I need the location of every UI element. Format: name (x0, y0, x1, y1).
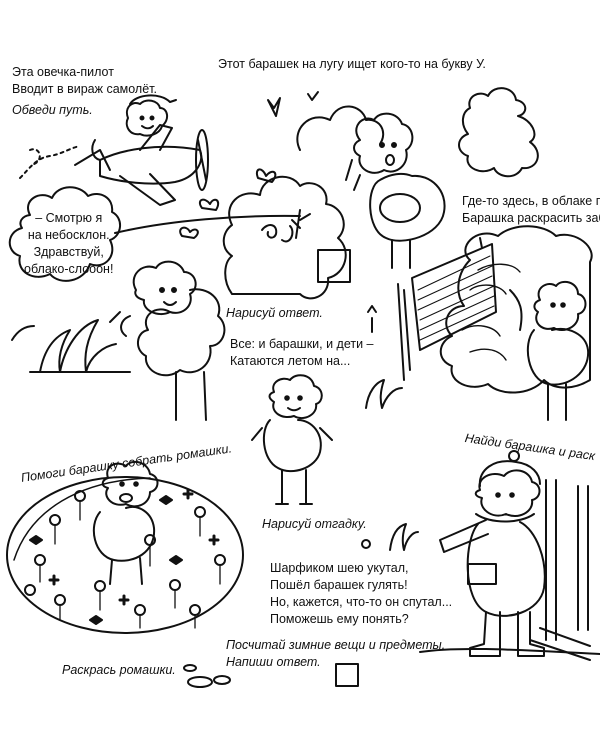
cloud-hide-line: Барашка раскрасить заб (462, 211, 600, 225)
answer-box-count[interactable] (335, 663, 359, 687)
cloud-hide-line: Где-то здесь, в облаке п (462, 194, 600, 208)
color-daisies-task: Раскрась ромашки. (62, 663, 176, 677)
grass-tufts (11, 319, 403, 409)
riddle-text: Все: и барашки, и дети – Катаются летом … (230, 336, 374, 370)
cloud-sheep-outline (458, 87, 539, 178)
scarf-rhyme: Шарфиком шею укутал, Пошёл барашек гулят… (270, 560, 452, 628)
speech-line: Здравствуй, (33, 245, 104, 259)
left-sheep (109, 260, 226, 421)
airplane-illustration (19, 94, 209, 206)
speech-line: – Смотрю я (35, 211, 103, 225)
scarf-rhyme-line: Шарфиком шею укутал, (270, 561, 409, 575)
speech-bubble-text: – Смотрю я на небосклон. Здравствуй, обл… (24, 210, 113, 278)
scarf-rhyme-line: Поможешь ему понять? (270, 612, 409, 626)
scarf-rhyme-line: Но, кажется, что-то он спутал... (270, 595, 453, 609)
draw-answer-label: Нарисуй ответ. (226, 306, 323, 320)
cloud-hide-text: Где-то здесь, в облаке п Барашка раскрас… (462, 193, 600, 227)
bush-illustration (222, 105, 385, 300)
winter-task-line: Посчитай зимние вещи и предметы. (226, 638, 446, 652)
answer-box-draw[interactable] (317, 249, 351, 283)
daisy-field (6, 460, 244, 634)
scarf-rhyme-line: Пошёл барашек гулять! (270, 578, 408, 592)
riddle-line: Все: и барашки, и дети – (230, 337, 374, 351)
sign-board (397, 237, 497, 381)
winter-sheep (419, 450, 600, 661)
meadow-sheep (345, 112, 446, 269)
center-small-sheep (251, 374, 333, 505)
pilot-rhyme-line: Эта овечка-пилот (12, 65, 114, 79)
winter-task-line: Напиши ответ. (226, 655, 321, 669)
draw-riddle-answer: Нарисуй отгадку. (262, 517, 367, 531)
speech-cloud (8, 186, 121, 282)
pilot-task: Обведи путь. (12, 103, 93, 117)
speech-line: облако-слооон! (24, 262, 114, 276)
hidden-sheep-cloud (439, 225, 593, 421)
meadow-text: Этот барашек на лугу ищет кого-то на бук… (218, 57, 486, 71)
riddle-line: Катаются летом на... (230, 354, 351, 368)
speech-line: на небосклон. (27, 228, 110, 242)
butterflies (179, 91, 319, 239)
pilot-rhyme-line: Вводит в вираж самолёт. (12, 82, 157, 96)
pilot-rhyme: Эта овечка-пилот Вводит в вираж самолёт. (12, 64, 157, 98)
winter-task: Посчитай зимние вещи и предметы. Напиши … (226, 637, 445, 671)
